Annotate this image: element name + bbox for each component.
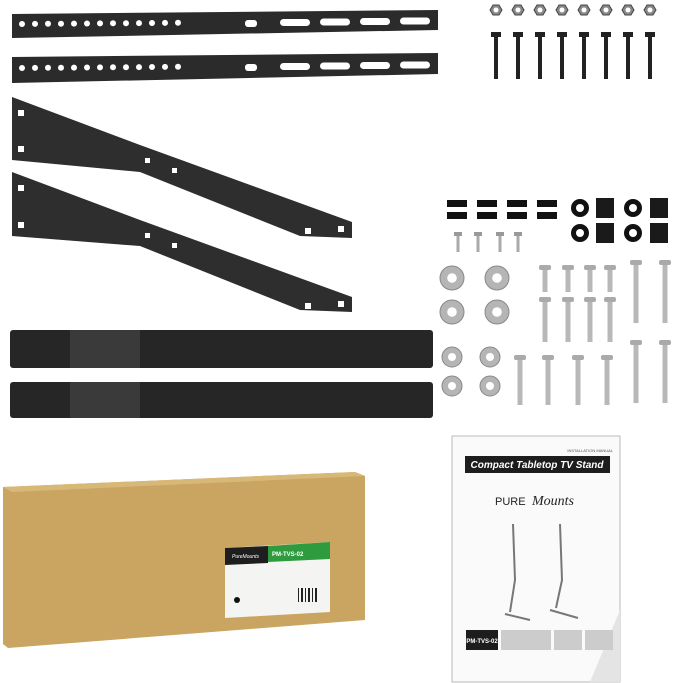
bolt (645, 32, 655, 37)
bolt (659, 340, 671, 345)
screw (474, 232, 482, 236)
slot (280, 63, 310, 70)
hole (245, 20, 257, 27)
hole (19, 65, 25, 71)
spacer (477, 212, 497, 219)
bolt (557, 32, 567, 37)
hole (110, 64, 116, 71)
packaging-box: PureMounts PM-TVS-02 (3, 472, 365, 648)
hole (32, 64, 38, 71)
manual-header: INSTALLATION MANUAL (567, 448, 613, 453)
slot (400, 17, 430, 25)
bolt (514, 355, 526, 360)
spacer (447, 212, 467, 219)
bolt (601, 32, 611, 37)
spacer (507, 212, 527, 219)
spacer (477, 200, 497, 207)
hole (32, 20, 38, 27)
support-arm (12, 97, 352, 238)
slot (320, 18, 350, 26)
bolt (539, 297, 551, 302)
support-arm (12, 172, 352, 312)
cylinder-spacer (650, 223, 668, 243)
bolt (584, 297, 596, 302)
screw (454, 232, 462, 236)
bolt (630, 260, 642, 265)
bolt (513, 32, 523, 37)
hole (97, 64, 103, 71)
hole (58, 20, 64, 27)
hole (245, 64, 257, 71)
hole (97, 20, 103, 27)
bolt (584, 265, 596, 270)
bolt (535, 32, 545, 37)
manual-model: PM-TVS-02 (466, 639, 498, 645)
brand-mounts: Mounts (531, 494, 575, 509)
hole (84, 64, 90, 71)
hole (149, 20, 155, 26)
hole (45, 20, 51, 27)
manual-title: Compact Tabletop TV Stand (471, 460, 605, 471)
hole (58, 64, 64, 71)
bolt (539, 265, 551, 270)
spacer (447, 200, 467, 207)
bolt (562, 297, 574, 302)
hole (136, 64, 142, 71)
bolt (572, 355, 584, 360)
cylinder-spacer (596, 198, 614, 218)
bolt (623, 32, 633, 37)
mounting-strip (12, 10, 438, 38)
installation-manual: INSTALLATION MANUAL Compact Tabletop TV … (451, 435, 621, 683)
hole (71, 64, 77, 71)
bolt (601, 355, 613, 360)
hole (149, 64, 155, 70)
brand-pure: PURE (495, 496, 526, 508)
bolt (542, 355, 554, 360)
slot (360, 62, 390, 69)
slot (400, 61, 430, 69)
spacer (537, 212, 557, 219)
hole (162, 63, 168, 70)
box-brand: PureMounts (232, 554, 259, 560)
hole (110, 20, 116, 27)
bolt (659, 260, 671, 265)
screw (514, 232, 522, 236)
hole (175, 63, 181, 70)
hole (162, 19, 168, 26)
hole (136, 20, 142, 27)
slot (320, 62, 350, 70)
screw (496, 232, 504, 236)
hole (19, 21, 25, 27)
box-model: PM-TVS-02 (272, 552, 304, 558)
hole (123, 64, 129, 71)
bolt (630, 340, 642, 345)
spacer (507, 200, 527, 207)
slot (280, 19, 310, 26)
slot (360, 18, 390, 25)
bolt (562, 265, 574, 270)
hole (45, 64, 51, 71)
cylinder-spacer (596, 223, 614, 243)
cylinder-spacer (650, 198, 668, 218)
bolt (579, 32, 589, 37)
mounting-strip (12, 53, 438, 83)
hole (123, 20, 129, 27)
hole (84, 20, 90, 27)
bolt (491, 32, 501, 37)
hole (175, 19, 181, 26)
bolt (604, 265, 616, 270)
spacer (537, 200, 557, 207)
hole (71, 20, 77, 27)
bolt (604, 297, 616, 302)
